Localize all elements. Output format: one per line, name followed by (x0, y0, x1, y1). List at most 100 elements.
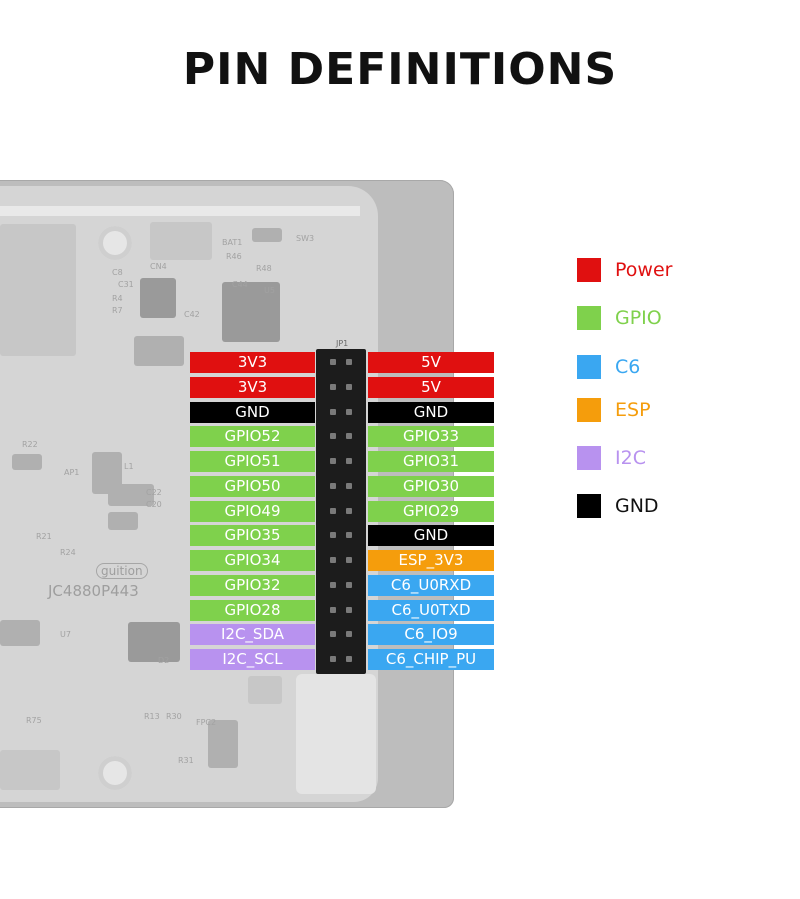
chip-u5 (222, 282, 280, 342)
legend-swatch (577, 494, 601, 518)
header-pin (346, 631, 352, 638)
pin-left-3v3: 3V3 (190, 352, 315, 373)
header-pin (346, 408, 352, 415)
pin-right-esp-3v3: ESP_3V3 (368, 550, 494, 571)
connector-left (0, 750, 60, 790)
pin-left-i2c-scl: I2C_SCL (190, 649, 315, 670)
silkscreen-r48: R48 (256, 264, 272, 273)
legend-label: ESP (615, 399, 651, 421)
silkscreen-c44: C44 (232, 280, 248, 289)
legend-swatch (577, 258, 601, 282)
header-pin (346, 458, 352, 464)
header-pin (330, 383, 336, 390)
pin-left-gpio49: GPIO49 (190, 500, 315, 522)
silkscreen-r30: R30 (166, 712, 182, 721)
header-pin (330, 433, 336, 440)
pin-left-i2c-sda: I2C_SDA (190, 624, 315, 646)
silkscreen-r13: R13 (144, 712, 160, 721)
silkscreen-r7: R7 (112, 306, 123, 315)
inductor (140, 278, 176, 318)
silkscreen-fpc2: FPC2 (196, 718, 217, 727)
silkscreen-c20: C20 (146, 500, 162, 509)
header-pin (346, 656, 352, 662)
silkscreen-c42: C42 (184, 310, 200, 319)
header-pin (330, 606, 336, 613)
component-c20 (108, 512, 138, 530)
silkscreen-c22: C22 (146, 488, 162, 497)
silkscreen-r4: R4 (112, 294, 123, 303)
pin-right-c6-chip-pu: C6_CHIP_PU (368, 649, 494, 670)
header-pin (346, 532, 352, 539)
pin-right-c6-u0txd: C6_U0TXD (368, 599, 494, 621)
legend-label: I2C (615, 447, 646, 469)
board-cutout (296, 674, 376, 794)
silkscreen-l1: L1 (124, 462, 134, 471)
legend-label: GPIO (615, 307, 662, 329)
header-pin (330, 482, 336, 489)
page-title: PIN DEFINITIONS (182, 44, 618, 95)
component-r21 (12, 454, 42, 470)
silkscreen-r31: R31 (178, 756, 194, 765)
silkscreen-d2: D2 (158, 656, 170, 665)
header-pin (346, 433, 352, 440)
pin-right-gnd: GND (368, 525, 494, 547)
fpc-connector (208, 720, 238, 768)
header-pin (330, 532, 336, 539)
header-pin (346, 507, 352, 514)
header-pin (330, 458, 336, 464)
header-pin (330, 631, 336, 638)
pin-left-gpio28: GPIO28 (190, 599, 315, 621)
legend-swatch (577, 446, 601, 470)
silkscreen-sw3: SW3 (296, 234, 315, 243)
silkscreen-r21: R21 (36, 532, 52, 541)
header-label: JP1 (336, 339, 349, 348)
component-u7 (0, 620, 40, 646)
silkscreen-u7: U7 (60, 630, 71, 639)
pin-right-gpio31: GPIO31 (368, 451, 494, 472)
silkscreen-bat1: BAT1 (222, 238, 243, 247)
pin-right-gpio30: GPIO30 (368, 475, 494, 497)
silkscreen-c31: C31 (118, 280, 134, 289)
mounting-hole (98, 226, 132, 260)
legend-swatch (577, 306, 601, 330)
header-pin (330, 656, 336, 662)
pin-right-gpio29: GPIO29 (368, 500, 494, 522)
pin-left-gpio32: GPIO32 (190, 574, 315, 596)
header-pin (330, 359, 336, 365)
board-display-edge (0, 206, 360, 216)
header-pin (346, 482, 352, 489)
silkscreen-c8: C8 (112, 268, 123, 277)
header-pin (346, 606, 352, 613)
pin-left-gpio35: GPIO35 (190, 525, 315, 547)
silkscreen-r24: R24 (60, 548, 76, 557)
silkscreen-cn4: CN4 (150, 262, 167, 271)
header-pin (346, 359, 352, 365)
pin-right-5v: 5V (368, 352, 494, 373)
switch (252, 228, 282, 242)
mounting-hole (98, 756, 132, 790)
pin-left-gnd: GND (190, 401, 315, 423)
silkscreen-u5: U5 (264, 286, 275, 295)
pin-left-gpio50: GPIO50 (190, 475, 315, 497)
pin-left-gpio51: GPIO51 (190, 451, 315, 472)
legend-label: GND (615, 495, 659, 517)
battery-connector (150, 222, 212, 260)
component-l1 (108, 484, 154, 506)
legend-swatch (577, 355, 601, 379)
legend-label: C6 (615, 356, 641, 378)
sd-card-slot (0, 224, 76, 356)
pin-right-c6-u0rxd: C6_U0RXD (368, 574, 494, 596)
header-pin (346, 383, 352, 390)
pin-left-gpio34: GPIO34 (190, 550, 315, 571)
pin-header (316, 349, 366, 674)
board-model: JC4880P443 (48, 582, 139, 600)
legend-swatch (577, 398, 601, 422)
silkscreen-r75: R75 (26, 716, 42, 725)
header-pin (346, 581, 352, 588)
pin-right-gpio33: GPIO33 (368, 426, 494, 448)
brand-logo: guition (96, 563, 148, 579)
silkscreen-r46: R46 (226, 252, 242, 261)
silkscreen-r22: R22 (22, 440, 38, 449)
pin-left-gpio52: GPIO52 (190, 426, 315, 448)
pin-right-gnd: GND (368, 401, 494, 423)
